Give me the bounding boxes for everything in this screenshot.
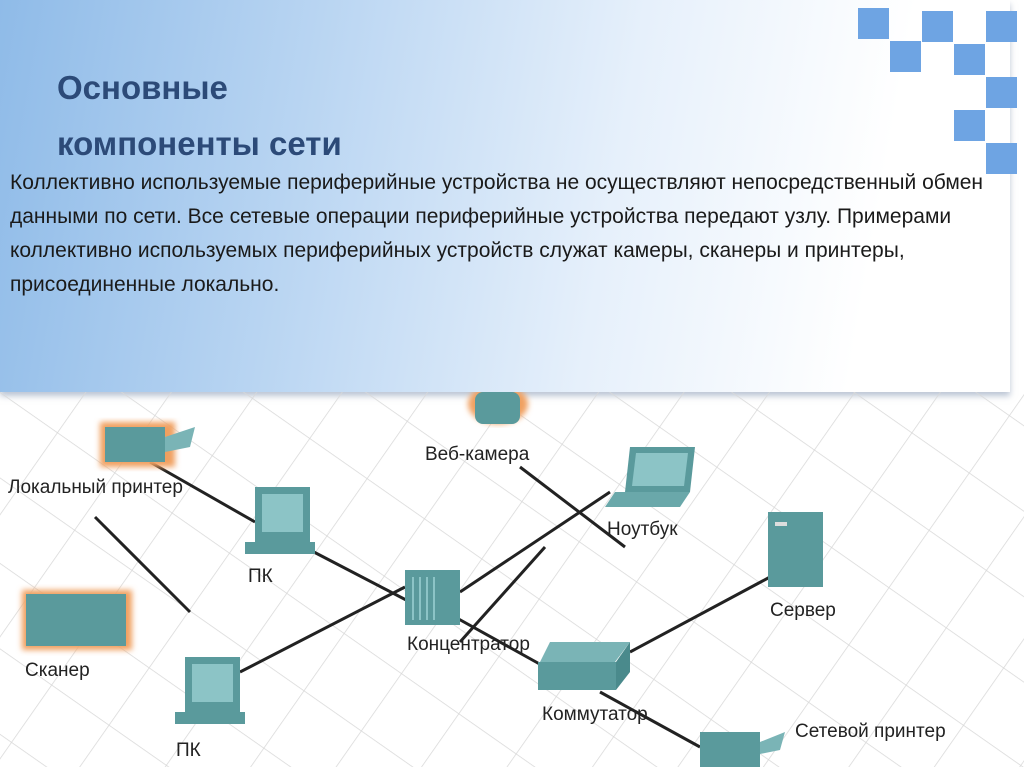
network-diagram: Локальный принтер Веб-камера Ноутбук ПК … [0,392,1024,767]
slide-title: Основные компоненты сети [57,60,342,172]
square-decoration [954,44,985,75]
slide-body-text: Коллективно используемые периферийные ус… [10,171,984,296]
label-local-printer: Локальный принтер [8,477,183,498]
square-decoration [858,8,889,39]
hub-icon [405,570,460,625]
label-hub: Концентратор [407,634,530,655]
label-network-printer: Сетевой принтер [795,721,946,742]
pc-icon [175,657,245,724]
scanner-icon [22,590,132,650]
label-scanner: Сканер [25,660,90,681]
label-webcam: Веб-камера [425,444,530,465]
local-printer-icon [100,422,195,467]
label-laptop: Ноутбук [607,519,678,540]
label-pc: ПК [176,740,201,761]
square-decoration [986,11,1017,42]
square-decoration [890,41,921,72]
connections [93,460,771,749]
switch-icon [538,642,630,690]
server-icon [768,512,823,587]
label-pc: ПК [248,566,273,587]
square-decoration [986,77,1017,108]
pc-icon [245,487,315,554]
network-printer-icon [700,732,785,767]
header-panel [0,0,1010,392]
label-server: Сервер [770,600,836,621]
square-decoration [954,110,985,141]
square-decoration [986,143,1017,174]
laptop-icon [605,447,695,507]
webcam-icon [468,392,528,424]
title-line-2: компоненты сети [57,125,342,162]
square-decoration [922,11,953,42]
label-switch: Коммутатор [542,704,648,725]
title-line-1: Основные [57,69,228,106]
